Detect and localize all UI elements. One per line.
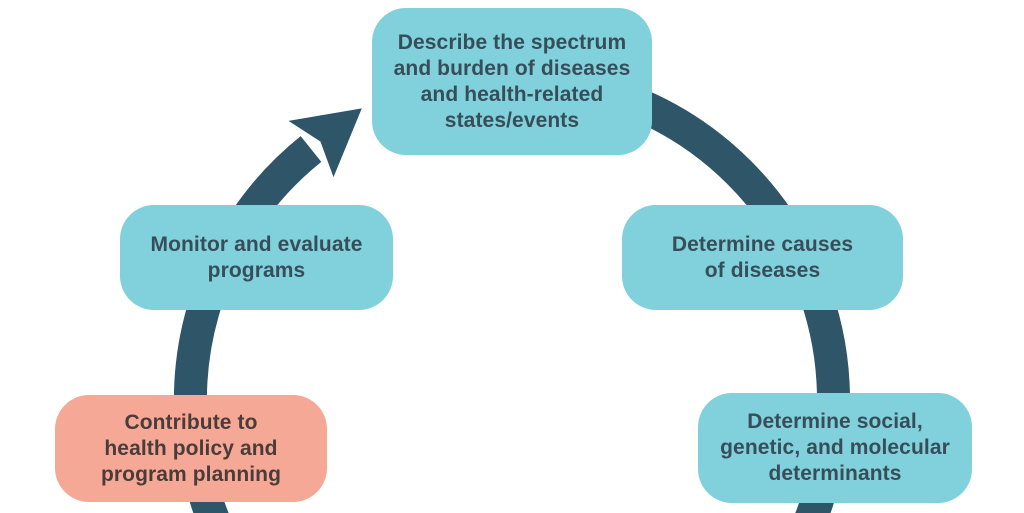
node-text-line: determinants <box>768 462 902 485</box>
node-text-line: and burden of diseases <box>393 56 631 80</box>
node-text-line: Contribute to <box>124 410 258 434</box>
node-text-line: and health-related <box>420 82 604 106</box>
node-determine-determinants: Determine social, genetic, and molecular… <box>698 393 972 503</box>
node-text-line: program planning <box>100 462 282 486</box>
node-text-line: health policy and <box>104 436 278 460</box>
node-text-line: genetic, and molecular <box>720 436 950 459</box>
node-text-line: states/events <box>444 108 580 132</box>
node-text-line: Describe the spectrum <box>397 30 627 54</box>
node-monitor-evaluate: Monitor and evaluate programs <box>120 205 393 310</box>
cycle-arrowhead-icon <box>288 108 362 178</box>
node-describe-spectrum: Describe the spectrum and burden of dise… <box>372 8 652 155</box>
node-text-line: programs <box>207 258 306 282</box>
node-text-line: Determine causes <box>671 232 854 256</box>
node-determine-causes: Determine causes of diseases <box>622 205 903 310</box>
node-text-line: of diseases <box>704 258 821 282</box>
node-text-line: Monitor and evaluate <box>150 232 363 256</box>
node-text-line: Determine social, <box>747 410 923 433</box>
node-contribute-policy: Contribute to health policy and program … <box>55 395 327 502</box>
